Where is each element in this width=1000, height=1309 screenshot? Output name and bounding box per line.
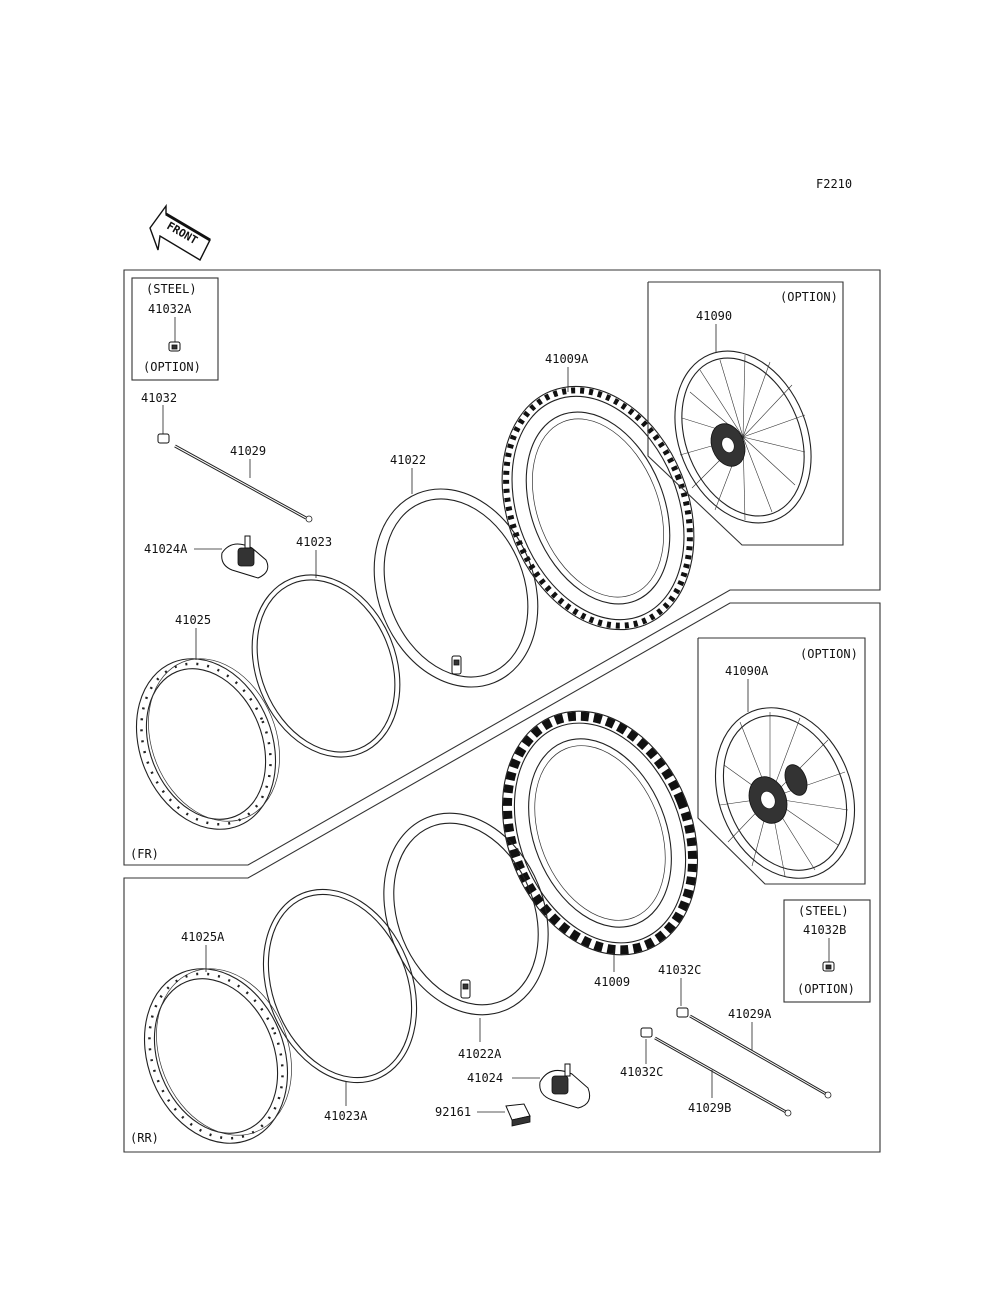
part-label-41009A: 41009A — [545, 352, 589, 366]
tube-valve-41022A — [460, 979, 471, 999]
option-note-41032A: (OPTION) — [143, 360, 201, 374]
part-label-41032C-upper: 41032C — [658, 963, 701, 977]
spoke-41029 — [174, 444, 313, 523]
part-label-41090A: 41090A — [725, 664, 769, 678]
nipple-41032C-lower — [640, 1027, 653, 1038]
tube-41022 — [373, 488, 539, 688]
part-label-41025A: 41025A — [181, 930, 225, 944]
part-label-41029B: 41029B — [688, 1101, 731, 1115]
valve-nut-41032A — [168, 341, 181, 352]
rim-lock-41024A — [221, 535, 269, 579]
part-label-41029: 41029 — [230, 444, 266, 458]
part-label-41009: 41009 — [594, 975, 630, 989]
part-label-41023: 41023 — [296, 535, 332, 549]
rim-lock-41024 — [539, 1063, 591, 1109]
nipple-41032 — [157, 433, 170, 444]
valve-nut-41032B — [822, 961, 835, 972]
steel-note-front: (STEEL) — [146, 282, 197, 296]
part-label-92161: 92161 — [435, 1105, 471, 1119]
weight-92161 — [505, 1103, 531, 1127]
rear-section-frame — [123, 602, 881, 1153]
wheel-option-box-41090: (OPTION) 41090 — [647, 281, 844, 546]
rim-band-41023A — [262, 888, 418, 1084]
part-label-41090: 41090 — [696, 309, 732, 323]
part-label-41029A: 41029A — [728, 1007, 772, 1021]
front-arrow-icon: FRONT — [149, 203, 211, 261]
part-label-41023A: 41023A — [324, 1109, 368, 1123]
spoke-41029A — [689, 1014, 832, 1099]
rim-band-41023 — [251, 574, 401, 758]
part-label-41032: 41032 — [141, 391, 177, 405]
tire-41009 — [501, 710, 699, 956]
wheel-41090A — [714, 707, 856, 879]
part-label-41024: 41024 — [467, 1071, 503, 1085]
part-label-41032B: 41032B — [803, 923, 846, 937]
option-note-41090A: (OPTION) — [800, 647, 858, 661]
front-section-label: (FR) — [130, 847, 159, 861]
steel-valve-box-rear: (STEEL) 41032B (OPTION) — [783, 899, 871, 1003]
part-label-41032A: 41032A — [148, 302, 192, 316]
tube-valve-41022 — [451, 655, 462, 675]
part-label-41022: 41022 — [390, 453, 426, 467]
option-note-41032B: (OPTION) — [797, 982, 855, 996]
part-label-41024A: 41024A — [144, 542, 188, 556]
steel-valve-box-front: (STEEL) 41032A (OPTION) — [131, 277, 219, 381]
rear-section-label: (RR) — [130, 1131, 159, 1145]
steel-note-rear: (STEEL) — [798, 904, 849, 918]
tire-41009A — [501, 385, 695, 631]
spoke-41029B — [654, 1036, 792, 1117]
part-label-41025: 41025 — [175, 613, 211, 627]
diagram-code: F2210 — [816, 177, 852, 191]
rim-41025A — [143, 968, 292, 1144]
nipple-41032C-upper — [676, 1007, 689, 1018]
part-label-41022A: 41022A — [458, 1047, 502, 1061]
option-note-41090: (OPTION) — [780, 290, 838, 304]
wheel-option-box-41090A: (OPTION) 41090A — [697, 637, 866, 885]
rim-41025 — [135, 658, 280, 830]
wheel-41090 — [674, 350, 812, 524]
front-section-frame — [123, 269, 881, 866]
part-label-41032C-lower: 41032C — [620, 1065, 663, 1079]
